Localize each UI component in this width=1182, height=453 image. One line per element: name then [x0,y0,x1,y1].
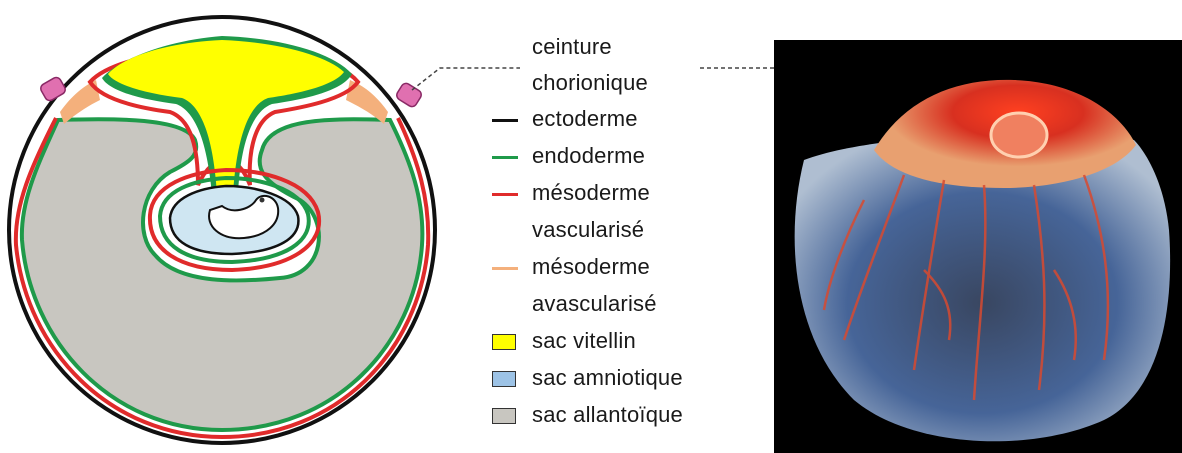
chorionic-belt-right [395,82,423,109]
legend-swatch-endoderme [492,156,518,159]
legend-label-sac-amniotique: sac amniotique [532,365,683,391]
legend-swatch-meso-avasc [492,267,518,270]
legend-label-endoderme: endoderme [532,143,645,169]
legend-label-meso-vasc-1: mésoderme [532,180,650,206]
callout-label-line1: ceinture [532,34,612,60]
egg-photo [774,40,1182,453]
legend-label-meso-vasc-2: vascularisé [532,217,644,243]
legend-swatch-sac-vitellin [492,334,516,350]
egg-photo-illustration [774,40,1182,453]
legend-swatch-ectoderme [492,119,518,122]
legend-swatch-sac-amniotique [492,371,516,387]
legend-label-ectoderme: ectoderme [532,106,638,132]
legend-swatch-meso-vasc [492,193,518,196]
legend-label-meso-avasc-2: avascularisé [532,291,657,317]
embryo-eye [260,198,265,203]
legend-label-sac-allantoique: sac allantoïque [532,402,683,428]
photo-embryo-spot [991,113,1047,157]
callout-line-left [412,68,520,90]
legend-label-meso-avasc-1: mésoderme [532,254,650,280]
legend-swatch-sac-allantoique [492,408,516,424]
callout-label-line2: chorionique [532,70,648,96]
legend-label-sac-vitellin: sac vitellin [532,328,636,354]
